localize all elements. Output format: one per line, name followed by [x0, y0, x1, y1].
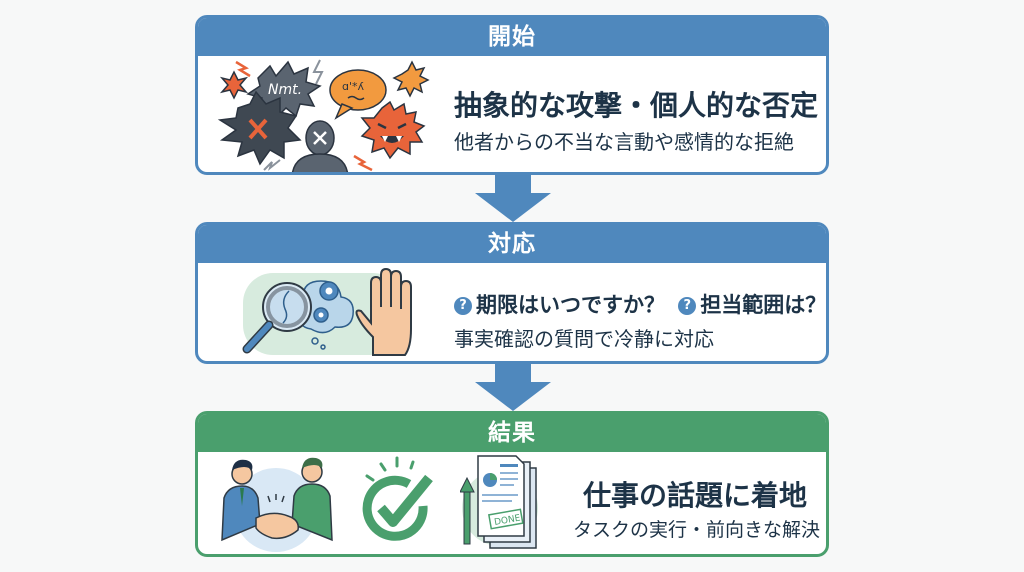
- down-arrow-icon: [475, 175, 551, 222]
- step-response-subtitle: 事実確認の質問で冷静に対応: [454, 327, 714, 351]
- step-start-title: 抽象的な攻撃・個人的な否定: [454, 89, 819, 122]
- done-stamp-text: DONE: [493, 514, 521, 528]
- question-deadline: 期限はいつですか？: [476, 293, 665, 317]
- conflict-illustration-icon: Nmt. ɑ'*ʎ: [217, 59, 430, 172]
- step-start-box: 開始 Nmt. ɑ'*ʎ: [195, 15, 829, 175]
- step-response-box: 対応 ?期限はいつですか？ ?担当範囲は？ 事実確認の質問で冷静に対応: [195, 222, 829, 364]
- step-start-subtitle: 他者からの不当な言動や感情的な拒絶: [454, 130, 794, 154]
- question-icon: ?: [678, 297, 697, 315]
- step-result-box: 結果: [195, 411, 829, 557]
- handshake-icon: [221, 457, 333, 552]
- document-done-icon: DONE: [460, 455, 538, 549]
- step-result-header: 結果: [198, 414, 826, 452]
- step-response-header: 対応: [198, 225, 826, 263]
- down-arrow-icon: [475, 364, 551, 411]
- step-response-questions: ?期限はいつですか？ ?担当範囲は？: [454, 289, 826, 319]
- step-result-title: 仕事の話題に着地: [583, 479, 808, 512]
- step-start-header: 開始: [198, 18, 826, 56]
- check-circle-icon: [362, 456, 433, 541]
- svg-text:ɑ'*ʎ: ɑ'*ʎ: [342, 80, 365, 93]
- fact-check-illustration-icon: [242, 267, 412, 356]
- step-result-subtitle: タスクの実行・前向きな解決: [573, 519, 821, 541]
- question-icon: ?: [454, 297, 472, 315]
- question-scope: 担当範囲は？: [700, 293, 827, 317]
- svg-text:Nmt.: Nmt.: [268, 82, 302, 98]
